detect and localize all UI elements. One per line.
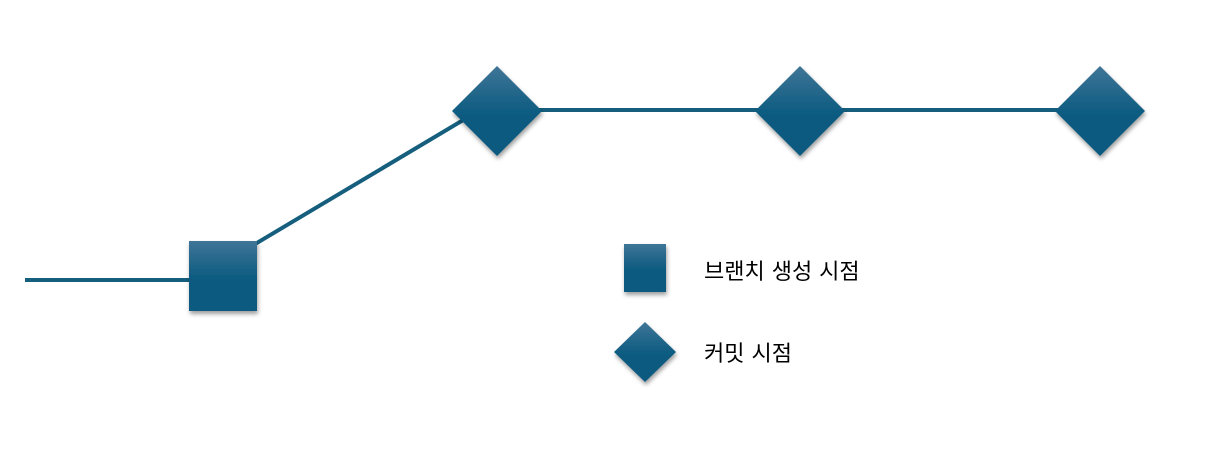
- commit-diamond: [755, 66, 845, 156]
- branch-lines: [25, 108, 1080, 282]
- branch-point-square: [189, 241, 257, 311]
- legend-commit-label: 커밋 시점: [704, 342, 792, 367]
- nodes: [189, 66, 1145, 311]
- legend-branch-label: 브랜치 생성 시점: [704, 260, 860, 285]
- legend-square-icon: [624, 244, 666, 292]
- branch-diagonal-line: [238, 111, 477, 255]
- commit-diamond: [452, 66, 542, 156]
- legend: 브랜치 생성 시점 커밋 시점: [614, 244, 860, 382]
- commit-diamond: [1055, 66, 1145, 156]
- legend-diamond-icon: [614, 322, 676, 382]
